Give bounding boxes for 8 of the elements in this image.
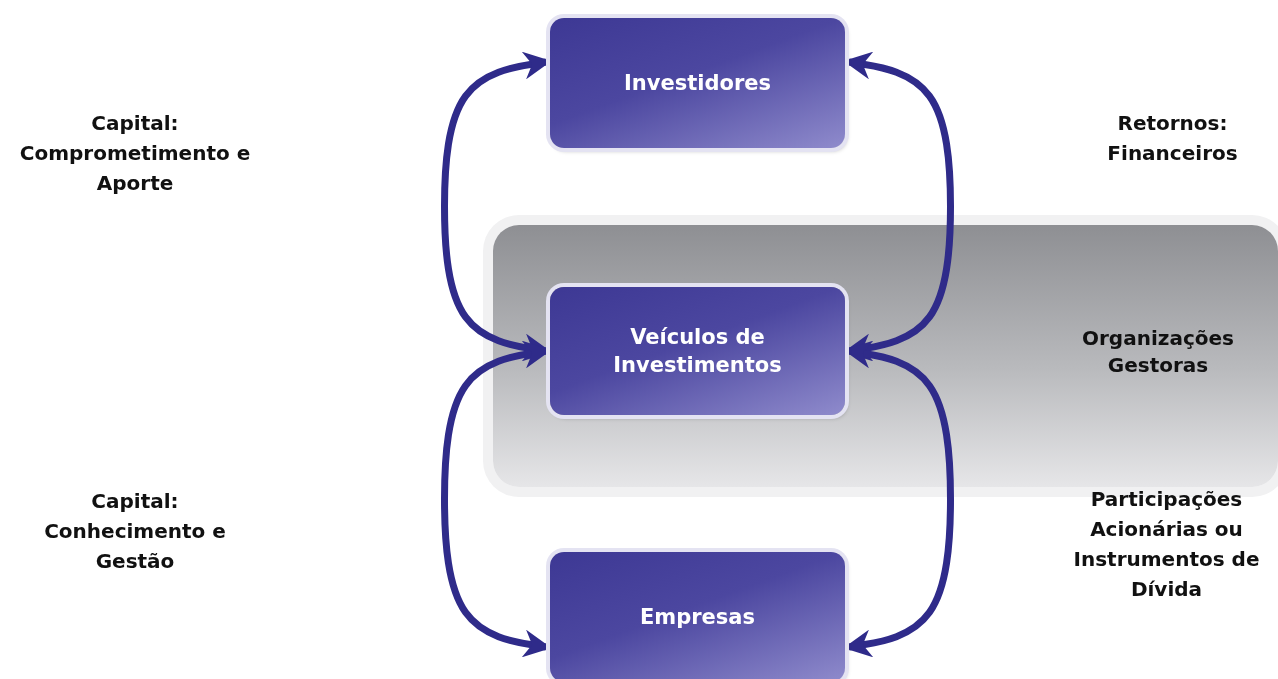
flow-label: Capital: Comprometimento e Aporte: [18, 110, 252, 197]
box-label: Investidores: [624, 69, 771, 97]
flow-label: Participações Acionárias ou Instrumentos de Dívida: [1072, 486, 1261, 603]
box-label: Empresas: [640, 603, 755, 631]
group-label: Organizações Gestoras: [1081, 325, 1235, 379]
flow-label: Retornos: Financeiros: [1106, 110, 1239, 167]
flow-label: Capital: Conhecimento e Gestão: [43, 488, 227, 575]
box-label: Veículos de Investimentos: [612, 323, 783, 379]
